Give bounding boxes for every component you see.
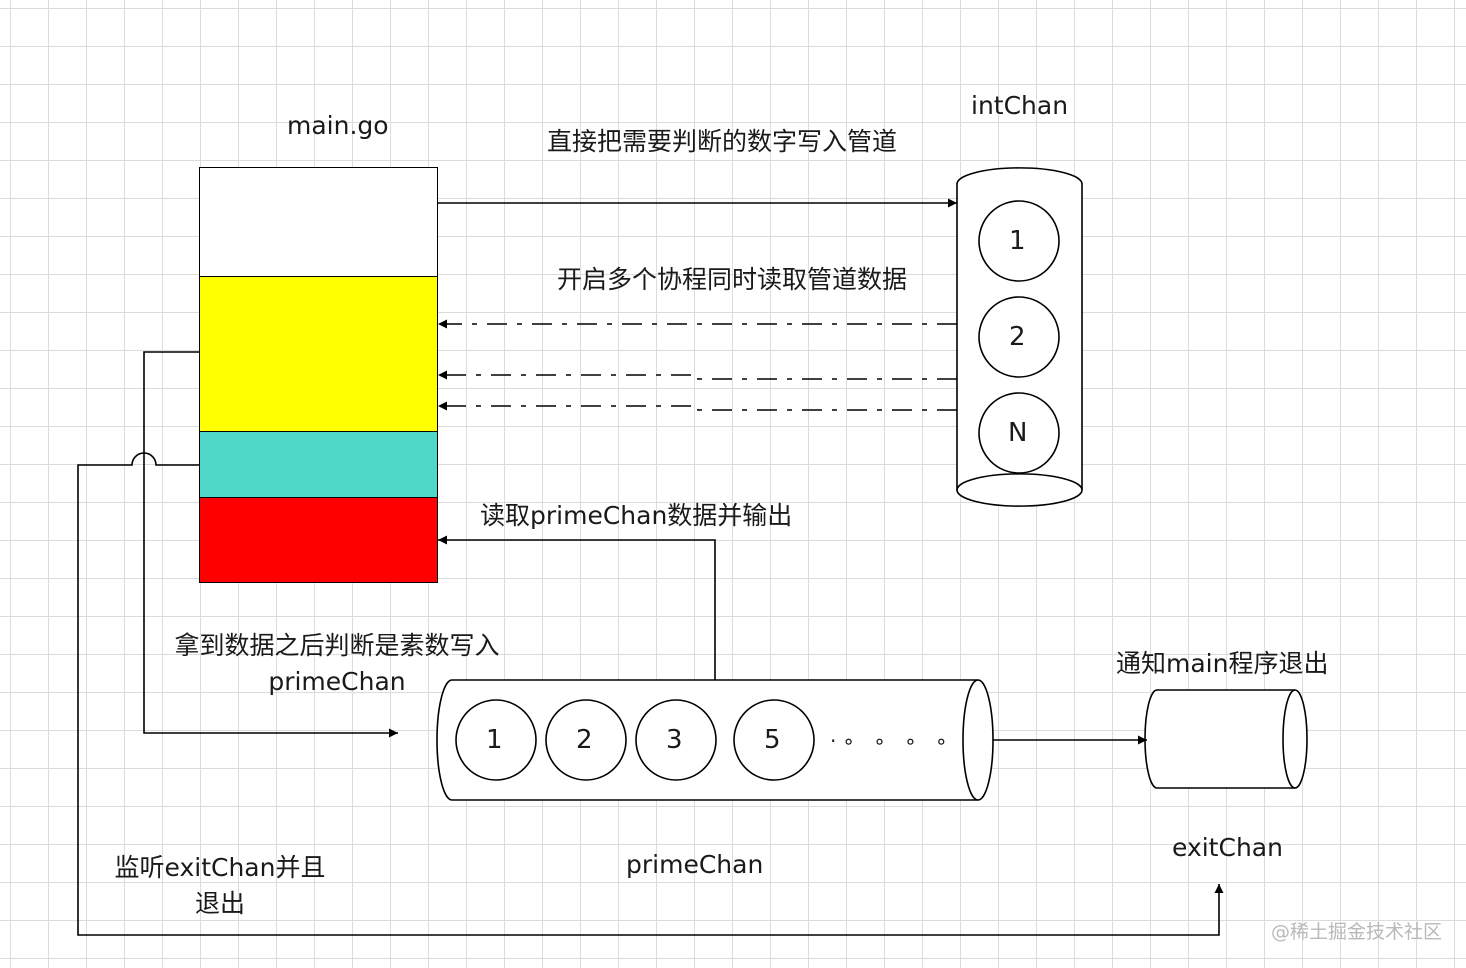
main-segment-yellow <box>199 276 438 432</box>
arrow-write-primechan <box>143 351 398 738</box>
label-read-primechan: 读取primeChan数据并输出 <box>480 501 793 530</box>
arrow-read-primechan <box>438 535 716 680</box>
intchan-item-n-label: N <box>1008 418 1028 448</box>
main-segment-red <box>199 497 438 583</box>
label-read-intchan: 开启多个协程同时读取管道数据 <box>557 265 908 294</box>
primechan-item-3-label: 3 <box>666 725 683 755</box>
label-write-intchan: 直接把需要判断的数字写入管道 <box>547 127 898 156</box>
primechan-item-1-label: 1 <box>486 725 503 755</box>
label-notify-exit: 通知main程序退出 <box>1116 649 1329 678</box>
arrows-read-intchan <box>438 319 957 411</box>
label-write-primechan-line1: 拿到数据之后判断是素数写入 <box>174 631 500 660</box>
arrow-listen-exit <box>77 452 1224 936</box>
primechan-item-1 <box>455 699 537 781</box>
label-listen-exit: 监听exitChan并且 退出 <box>110 851 330 921</box>
primechan-item-2 <box>545 699 627 781</box>
label-write-primechan-line2: primeChan <box>268 667 406 696</box>
exitchan-title: exitChan <box>1172 833 1283 862</box>
primechan-item-5-label: 5 <box>764 725 781 755</box>
label-write-primechan: 拿到数据之后判断是素数写入 primeChan <box>166 629 508 699</box>
primechan-item-5 <box>733 699 815 781</box>
intchan-item-n <box>978 392 1060 474</box>
label-listen-exit-line1: 监听exitChan并且 <box>114 853 326 882</box>
intchan-title: intChan <box>971 91 1069 120</box>
main-segment-white <box>199 167 438 277</box>
primechan-ellipsis: ·∘ ∘ ∘ ∘ <box>830 729 954 753</box>
watermark: @稀土掘金技术社区 <box>1270 921 1442 943</box>
exitchan-cylinder <box>1144 689 1308 789</box>
label-listen-exit-line2: 退出 <box>194 889 245 918</box>
primechan-title: primeChan <box>626 850 764 879</box>
primechan-item-2-label: 2 <box>576 725 593 755</box>
intchan-item-2 <box>978 296 1060 378</box>
intchan-item-1 <box>978 200 1060 282</box>
intchan-item-1-label: 1 <box>1009 226 1026 256</box>
main-title: main.go <box>287 111 389 140</box>
intchan-item-2-label: 2 <box>1009 322 1026 352</box>
primechan-item-3 <box>635 699 717 781</box>
